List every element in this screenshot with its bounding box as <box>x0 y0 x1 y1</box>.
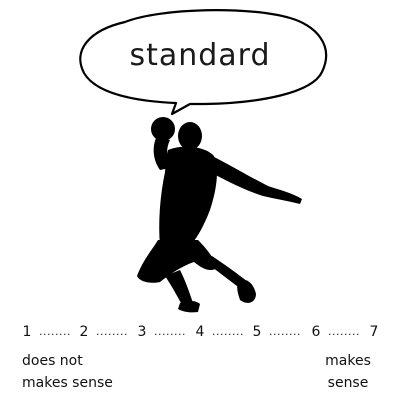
scale-point-2: 2 <box>79 324 89 340</box>
scale-point-3: 3 <box>137 324 147 340</box>
high-anchor-line-2: sense <box>327 375 369 391</box>
scale-dots: ........ <box>269 325 301 338</box>
scale-point-5: 5 <box>252 324 262 340</box>
player-extended-arm <box>206 154 302 204</box>
scale-dots: ........ <box>328 325 360 338</box>
low-anchor-line-1: does not <box>22 353 83 369</box>
scale-dots: ........ <box>96 325 128 338</box>
player-left-leg <box>165 270 194 308</box>
speech-bubble <box>79 9 328 116</box>
scale-dots: ........ <box>212 325 244 338</box>
low-anchor-line-2: makes sense <box>22 375 113 391</box>
basketball-icon <box>151 117 175 141</box>
scale-point-6: 6 <box>311 324 321 340</box>
basketball-player-icon <box>137 117 302 313</box>
player-right-leg <box>206 256 248 290</box>
player-shorts <box>137 240 218 283</box>
scale-dots: ........ <box>39 325 71 338</box>
scale-point-1: 1 <box>22 324 32 340</box>
scale-point-7: 7 <box>369 324 379 340</box>
rating-scale: 1 ........ 2 ........ 3 ........ 4 .....… <box>20 321 390 343</box>
scale-point-4: 4 <box>195 324 205 340</box>
player-right-shoe <box>237 279 256 303</box>
scale-dots: ........ <box>154 325 186 338</box>
high-anchor-label: makes sense <box>318 350 378 394</box>
player-head <box>178 122 202 150</box>
low-anchor-label: does not makes sense <box>22 350 152 394</box>
stimulus-word: standard <box>129 38 271 73</box>
player-left-shoe <box>178 300 200 313</box>
speech-bubble-outline <box>79 9 328 116</box>
player-torso <box>159 146 217 248</box>
high-anchor-line-1: makes <box>325 353 371 369</box>
